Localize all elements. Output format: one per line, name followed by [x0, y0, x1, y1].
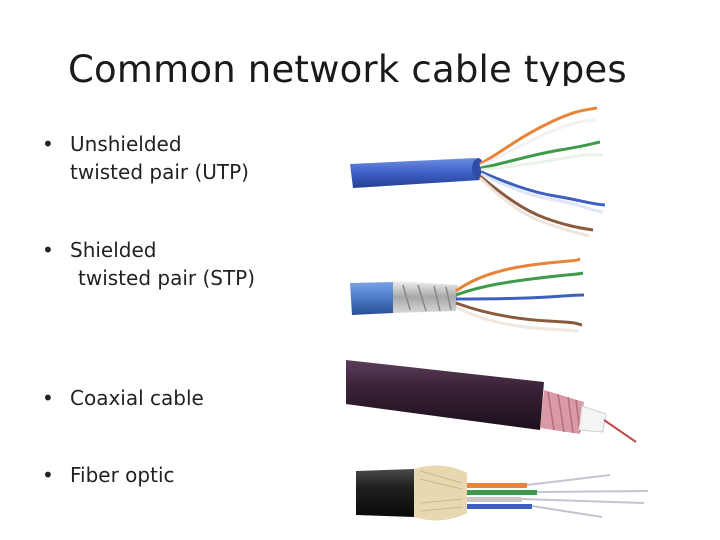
bullet-dot: • [42, 386, 54, 410]
slide-title: Common network cable types [68, 48, 627, 86]
bullet-utp-line1: Unshielded [70, 132, 182, 156]
stp-cable-icon [350, 257, 585, 333]
coaxial-cable-icon [346, 360, 637, 443]
bullet-dot: • [42, 463, 54, 487]
bullet-stp-line1: Shielded [70, 238, 157, 262]
fiber-optic-cable-icon [356, 465, 649, 521]
bullet-dot: • [42, 238, 54, 262]
bullet-utp-line2: twisted pair (UTP) [70, 160, 249, 184]
bullet-coax-line1: Coaxial cable [70, 386, 204, 410]
bullet-dot: • [42, 132, 54, 156]
bullet-stp-line2: twisted pair (STP) [78, 266, 256, 290]
bullet-fiber-line1: Fiber optic [70, 463, 175, 487]
utp-cable-icon [350, 106, 606, 238]
